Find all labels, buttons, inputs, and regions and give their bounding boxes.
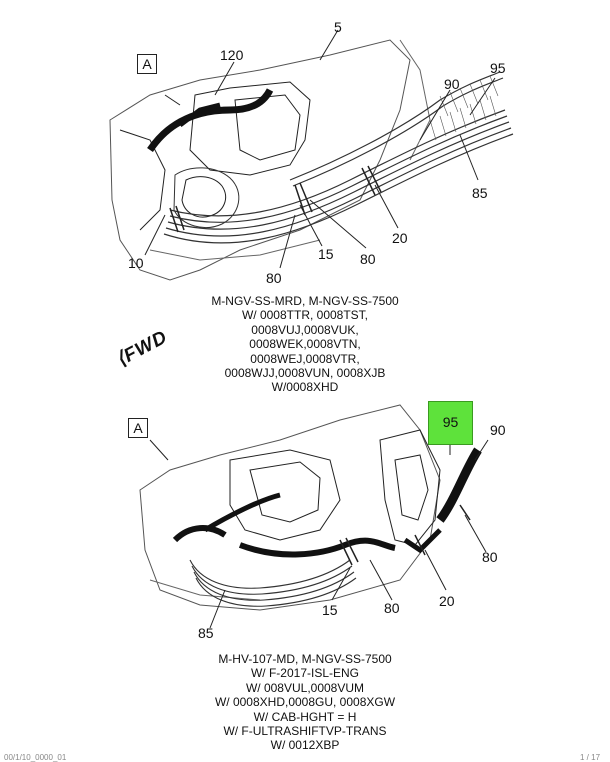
- caption-bottom-line: W/ 0012XBP: [270, 738, 340, 753]
- caption-top-line: 0008WEJ,0008VTR,: [250, 351, 360, 366]
- caption-top: M-NGV-SS-MRD, M-NGV-SS-7500 W/ 0008TTR, …: [150, 294, 460, 395]
- view-a-box-label-bottom: A: [128, 418, 148, 438]
- callout-15-top: 15: [318, 246, 334, 262]
- caption-bottom-line: M-HV-107-MD, M-NGV-SS-7500: [218, 652, 392, 666]
- caption-top-line: W/0008XHD: [271, 380, 339, 395]
- callout-20-top: 20: [392, 230, 408, 246]
- caption-top-line: 0008WJJ,0008VUN, 0008XJB: [224, 366, 386, 381]
- callout-90-bottom: 90: [490, 422, 506, 438]
- caption-bottom: M-HV-107-MD, M-NGV-SS-7500 W/ F-2017-ISL…: [150, 652, 460, 753]
- caption-bottom-line: W/ F-2017-ISL-ENG: [250, 666, 360, 681]
- callout-80-bottom-left: 80: [384, 600, 400, 616]
- caption-top-line: M-NGV-SS-MRD, M-NGV-SS-7500: [211, 294, 399, 308]
- footer-left-text: 00/1/10_0000_01: [4, 753, 67, 762]
- highlighted-part-95[interactable]: 95: [428, 401, 473, 445]
- callout-80-top-left: 80: [266, 270, 282, 286]
- view-a-box-label-top: A: [137, 54, 157, 74]
- callout-5-top: 5: [334, 19, 342, 35]
- callout-80-bottom-right: 80: [482, 549, 498, 565]
- callout-90-top: 90: [444, 76, 460, 92]
- footer-right-text: 1 / 17: [580, 753, 601, 762]
- caption-top-line: 0008VUJ,0008VUK,: [251, 322, 359, 337]
- caption-top-line: 0008WEK,0008VTN,: [249, 337, 361, 352]
- callout-15-bottom: 15: [322, 602, 338, 618]
- caption-bottom-line: W/ 008VUL,0008VUM: [245, 680, 365, 695]
- callout-10-top: 10: [128, 255, 144, 271]
- caption-bottom-line: W/ 0008XHD,0008GU, 0008XGW: [214, 695, 396, 710]
- callout-80-top-right: 80: [360, 251, 376, 267]
- caption-bottom-line: W/ CAB-HGHT = H: [253, 709, 357, 724]
- callout-20-bottom: 20: [439, 593, 455, 609]
- callout-85-bottom: 85: [198, 625, 214, 641]
- caption-bottom-line: W/ F-ULTRASHIFTVP-TRANS: [223, 724, 387, 739]
- callout-120-top: 120: [220, 47, 244, 63]
- caption-top-line: W/ 0008TTR, 0008TST,: [241, 308, 369, 323]
- callout-95-top: 95: [490, 60, 506, 76]
- callout-85-top: 85: [472, 185, 488, 201]
- highlighted-part-label: 95: [442, 414, 459, 430]
